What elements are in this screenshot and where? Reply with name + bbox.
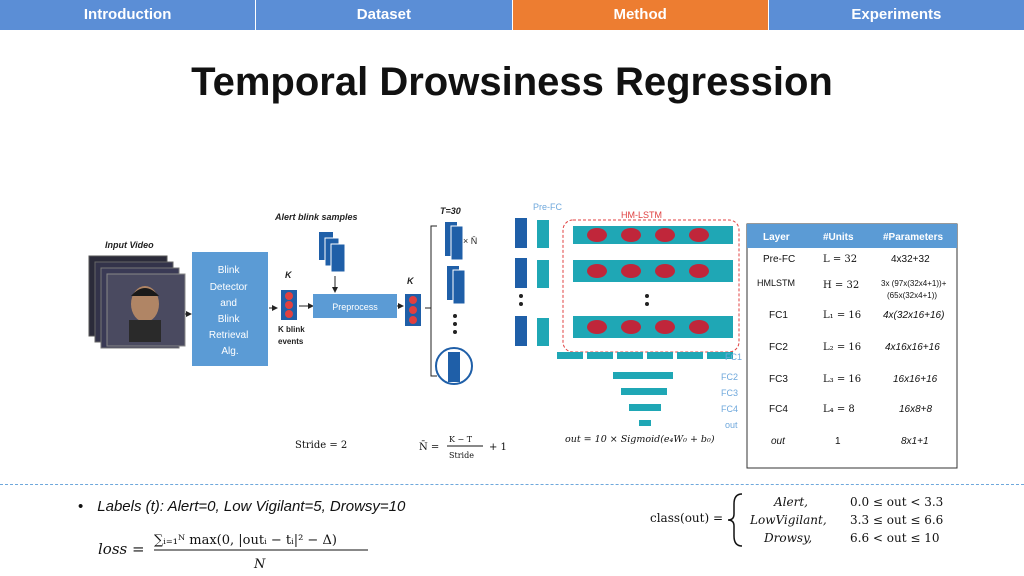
case-lowvigilant-cond: 3.3 ≤ out ≤ 6.6 <box>850 513 943 527</box>
cell: L₁ = 16 <box>823 310 861 321</box>
tab-dataset[interactable]: Dataset <box>256 0 513 30</box>
preprocess-box <box>313 294 397 318</box>
case-alert-name: Alert, <box>773 495 808 509</box>
case-alert-cond: 0.0 ≤ out < 3.3 <box>850 495 943 509</box>
tab-method[interactable]: Method <box>512 0 769 30</box>
stride-text: Stride = 2 <box>295 440 347 451</box>
video-frames-image <box>88 255 186 349</box>
labels-bullet: • Labels (t): Alert=0, Low Vigilant=5, Dr… <box>78 498 405 515</box>
section-divider <box>0 484 1024 485</box>
layer-table: Layer #Units #Parameters Pre-FC L = 32 4… <box>746 223 958 469</box>
blink-detector-box <box>192 252 268 366</box>
cell: L = 32 <box>823 254 857 265</box>
blink-detector-text: Blink Detector and Blink Retrieval Alg. <box>209 265 251 357</box>
preprocess-label: Preprocess <box>332 302 378 312</box>
case-drowsy-name: Drowsy, <box>763 531 812 545</box>
k-preprocessed-stack <box>405 294 421 326</box>
k-blink-events-label: K blink events <box>278 325 307 346</box>
nbar-tail: + 1 <box>489 442 507 453</box>
classf-lhs: class(out) = <box>650 511 723 525</box>
cell: 4x32+32 <box>891 254 930 265</box>
cell: 1 <box>835 436 841 447</box>
loss-denominator: N <box>253 557 266 572</box>
cell: HMLSTM <box>757 278 795 288</box>
col-layer: Layer <box>763 232 790 243</box>
tab-introduction[interactable]: Introduction <box>0 0 257 30</box>
cell: 3x (97x(32x4+1))+ <box>881 279 947 288</box>
out-formula: out = 10 × Sigmoid(e₄W₀ + b₀) <box>565 434 715 445</box>
t-label: T=30 <box>440 206 461 216</box>
case-drowsy-cond: 6.6 < out ≤ 10 <box>850 531 940 545</box>
times-n-label: × N̄ <box>463 236 477 246</box>
cell: 8x1+1 <box>901 436 929 447</box>
cell: L₄ = 8 <box>823 404 855 415</box>
hmlstm-label: HM-LSTM <box>621 210 662 220</box>
k-blink-stack <box>281 290 297 320</box>
top-nav: Introduction Dataset Method Experiments <box>0 0 1024 30</box>
cell: FC4 <box>769 404 788 415</box>
alert-samples-stack <box>319 232 346 273</box>
slide-title: Temporal Drowsiness Regression <box>191 60 833 104</box>
cell: FC1 <box>769 310 788 321</box>
cell: 4x16x16+16 <box>885 342 940 353</box>
cell: 16x16+16 <box>893 374 938 385</box>
cell: L₃ = 16 <box>823 374 861 385</box>
cell: FC2 <box>769 342 788 353</box>
cell: Pre-FC <box>763 254 795 265</box>
cell: out <box>771 436 786 447</box>
col-units: #Units <box>823 232 854 243</box>
nbar-den: Stride <box>449 451 474 460</box>
cell: L₂ = 16 <box>823 342 861 353</box>
cell: 4x(32x16+16) <box>883 310 944 321</box>
cell: 16x8+8 <box>899 404 933 415</box>
case-lowvigilant-name: LowVigilant, <box>749 513 827 527</box>
k-label-2: K <box>407 276 415 286</box>
loss-numerator: ∑ᵢ₌₁ᴺ max(0, |outᵢ − tᵢ|² − Δ) <box>154 533 337 548</box>
model-diagram: Input Video Blink Detector and Blink Ret… <box>88 202 958 469</box>
loss-formula: loss = ∑ᵢ₌₁ᴺ max(0, |outᵢ − tᵢ|² − Δ) N <box>98 533 368 572</box>
nbar-lhs: N̄ = <box>419 441 439 453</box>
labels-bullet-text: Labels (t): Alert=0, Low Vigilant=5, Dro… <box>97 498 406 515</box>
hmlstm-network <box>515 218 733 426</box>
class-formula: class(out) = Alert, 0.0 ≤ out < 3.3 LowV… <box>650 493 943 547</box>
tab-experiments[interactable]: Experiments <box>768 0 1024 30</box>
cell: (65x(32x4+1)) <box>887 291 937 300</box>
nbar-num: K − T <box>449 435 473 444</box>
fc-labels: FC1 FC2 FC3 FC4 out <box>721 352 745 430</box>
window-stacks <box>435 222 473 385</box>
prefc-label: Pre-FC <box>533 202 563 212</box>
cell: H = 32 <box>823 280 859 291</box>
alert-samples-label: Alert blink samples <box>274 212 358 222</box>
cell: FC3 <box>769 374 788 385</box>
k-label: K <box>285 270 293 280</box>
loss-lhs: loss = <box>98 540 145 558</box>
bullet-dot: • <box>78 498 84 515</box>
col-params: #Parameters <box>883 232 943 243</box>
input-video-label: Input Video <box>105 240 154 250</box>
